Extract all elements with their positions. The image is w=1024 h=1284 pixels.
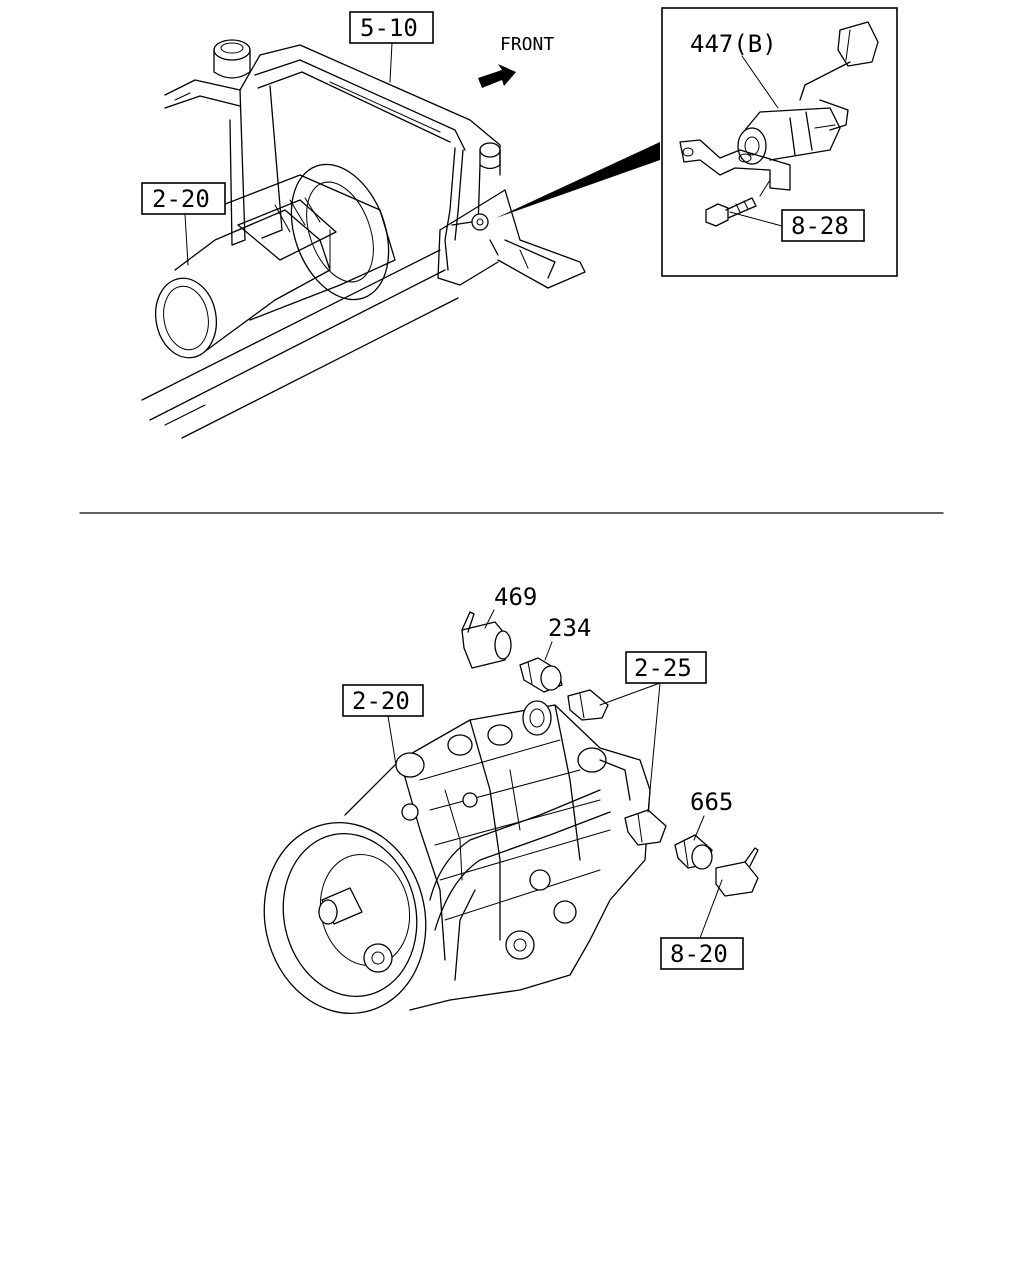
callout-5-10[interactable]: 5-10 (349, 11, 434, 83)
callout-2-20-top[interactable]: 2-20 (141, 182, 226, 266)
part-469-label: 469 (494, 583, 537, 611)
part-665-label: 665 (690, 788, 733, 816)
callout-2-25[interactable]: 2-25 (599, 651, 707, 813)
part-665-switch[interactable]: 665 (674, 788, 733, 870)
clamp-8-20 (715, 847, 759, 897)
transmission-drawing (263, 700, 651, 1015)
part-469-clamp[interactable]: 469 (461, 583, 537, 669)
callout-8-28[interactable]: 8-28 (729, 209, 865, 242)
front-arrow-icon (478, 64, 516, 88)
callout-8-28-label: 8-28 (791, 212, 849, 240)
callout-2-25-label: 2-25 (634, 654, 692, 682)
chassis-transmission-drawing (141, 39, 586, 439)
part-234-switch[interactable]: 234 (519, 614, 591, 693)
callout-5-10-label: 5-10 (360, 14, 418, 42)
callout-447b-label: 447(B) (690, 30, 777, 58)
switch-upper (567, 689, 609, 721)
callout-8-20[interactable]: 8-20 (660, 879, 744, 970)
callout-2-20-bottom-label: 2-20 (352, 687, 410, 715)
callout-2-20-bottom[interactable]: 2-20 (342, 684, 424, 766)
front-direction-indicator: FRONT (478, 34, 554, 88)
front-label: FRONT (500, 34, 554, 55)
detail-leader-wedge (496, 142, 660, 218)
switch-lower (624, 809, 667, 846)
part-234-label: 234 (548, 614, 591, 642)
callout-8-20-label: 8-20 (670, 940, 728, 968)
callout-2-20-top-label: 2-20 (152, 185, 210, 213)
